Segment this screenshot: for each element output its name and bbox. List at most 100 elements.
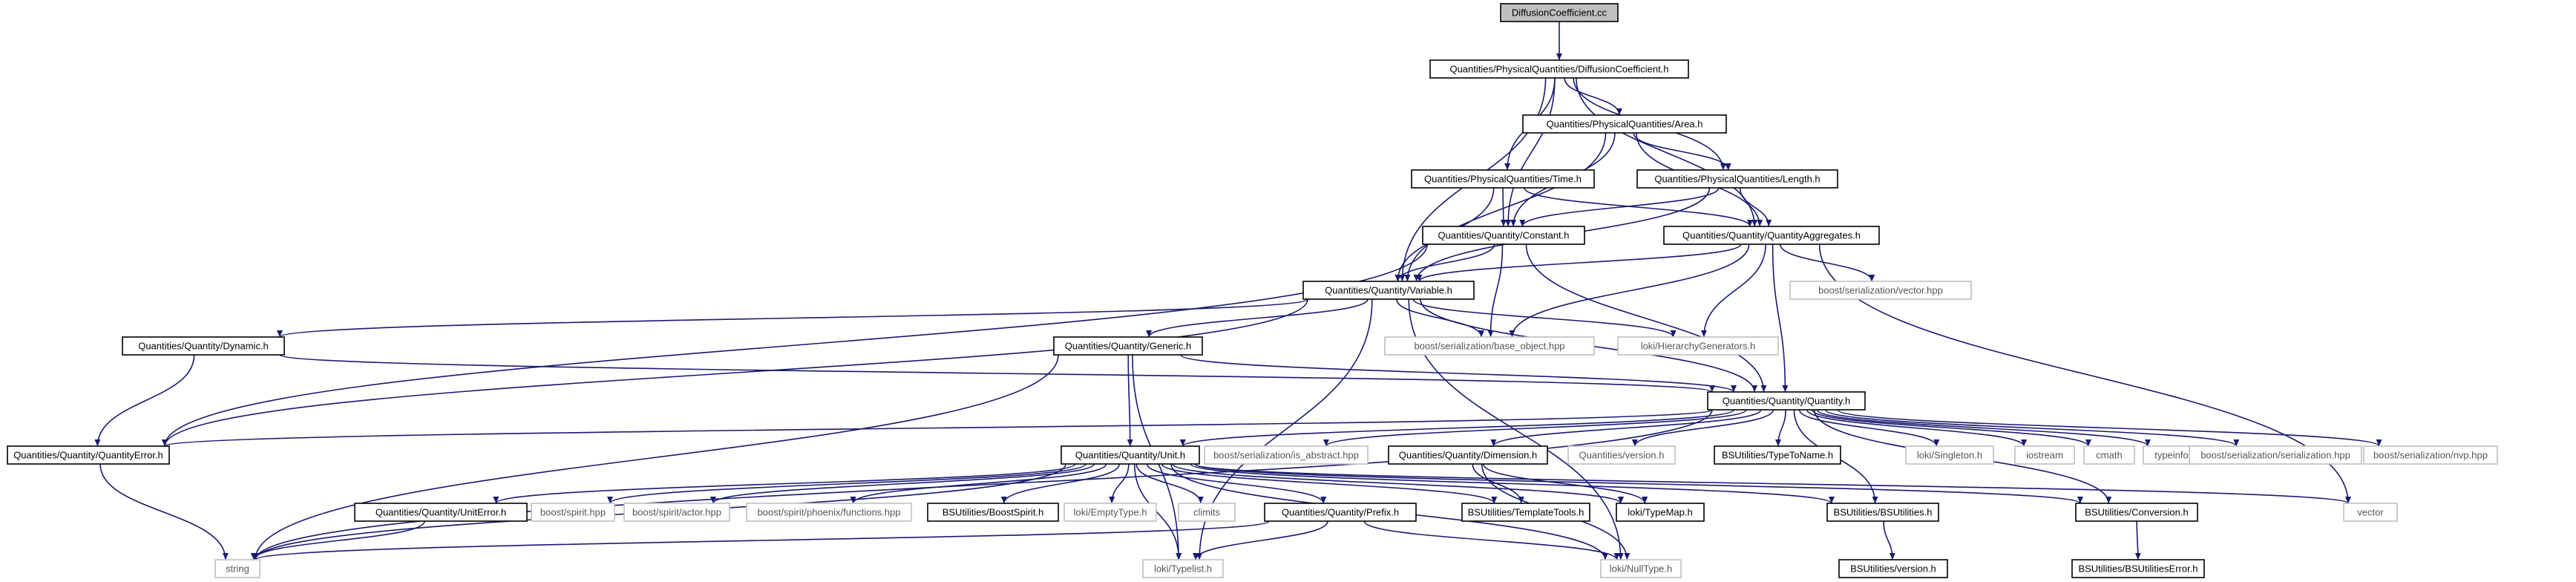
node-quantities-quantity-generic-h[interactable]: Quantities/Quantity/Generic.h bbox=[1053, 336, 1203, 356]
edge-aggregates-h-to-ser-base-object bbox=[1509, 243, 1750, 338]
node-label: BSUtilities/TemplateTools.h bbox=[1468, 507, 1584, 518]
node-quantities-quantity-quantity-h[interactable]: Quantities/Quantity/Quantity.h bbox=[1707, 391, 1866, 411]
edge-unit-h-to-bsutilities-h bbox=[1190, 463, 1835, 504]
node-quantities-quantity-uniterror-h[interactable]: Quantities/Quantity/UnitError.h bbox=[354, 503, 528, 522]
edge-uniterror-h-to-string bbox=[250, 520, 425, 560]
edge-unit-h-to-prefix-h bbox=[1146, 463, 1327, 504]
edge-line bbox=[1148, 298, 1369, 338]
edge-constant-h-to-quantity-h bbox=[1525, 243, 1767, 393]
edge-line bbox=[1772, 243, 1786, 393]
node-boost-serialization-vector-hpp: boost/serialization/vector.hpp bbox=[1789, 281, 1972, 300]
edge-dynamic-h-to-quantityerror-h bbox=[94, 354, 195, 447]
edge-generic-h-to-unit-h bbox=[1127, 354, 1133, 447]
arrowhead bbox=[1179, 439, 1186, 446]
node-label: string bbox=[226, 563, 249, 575]
node-loki-typemap-h[interactable]: loki/TypeMap.h bbox=[1616, 503, 1705, 522]
node-quantities-physicalquantities-diffusioncoefficient-h[interactable]: Quantities/PhysicalQuantities/DiffusionC… bbox=[1429, 59, 1689, 79]
edge-area-h-to-variable-h bbox=[1404, 132, 1607, 282]
node-diffusioncoefficient-cc[interactable]: DiffusionCoefficient.cc bbox=[1500, 3, 1619, 22]
node-bsutilities-version-h[interactable]: BSUtilities/version.h bbox=[1838, 559, 1948, 578]
edge-unit-h-to-boostspirit-h bbox=[1000, 463, 1120, 504]
edge-line bbox=[1806, 409, 2025, 447]
edge-diffusion-h-to-constant-h bbox=[1505, 77, 1556, 227]
edge-line bbox=[1180, 354, 1734, 393]
node-bsutilities-templatetools-h[interactable]: BSUtilities/TemplateTools.h bbox=[1461, 503, 1590, 522]
edge-dimension-h-to-loki-typemap bbox=[1482, 463, 1648, 504]
node-label: iostream bbox=[2026, 450, 2063, 461]
arrowhead bbox=[2134, 553, 2141, 560]
arrowhead bbox=[1556, 53, 1562, 60]
node-box bbox=[531, 503, 615, 522]
node-quantities-version-h: Quantities/version.h bbox=[1567, 445, 1676, 465]
node-quantities-quantity-constant-h[interactable]: Quantities/Quantity/Constant.h bbox=[1422, 226, 1585, 245]
node-label: Quantities/Quantity/Unit.h bbox=[1075, 450, 1185, 461]
edge-variable-h-to-quantityerror-h bbox=[162, 298, 1308, 447]
arrowhead bbox=[1109, 497, 1115, 503]
node-bsutilities-bsutilities-h[interactable]: BSUtilities/BSUtilities.h bbox=[1826, 503, 1939, 522]
node-box bbox=[2343, 503, 2398, 522]
node-quantities-quantity-unit-h[interactable]: Quantities/Quantity/Unit.h bbox=[1061, 445, 1200, 465]
arrowhead bbox=[1774, 439, 1781, 446]
node-box bbox=[2014, 445, 2075, 465]
edge-generic-h-to-string bbox=[252, 354, 1059, 560]
edge-line bbox=[1798, 409, 1938, 447]
node-bsutilities-typetoname-h[interactable]: BSUtilities/TypeToName.h bbox=[1714, 445, 1841, 465]
edge-line bbox=[852, 463, 1107, 504]
node-label: Quantities/Quantity/Variable.h bbox=[1325, 285, 1452, 296]
node-quantities-quantity-variable-h[interactable]: Quantities/Quantity/Variable.h bbox=[1302, 281, 1475, 300]
node-label: Quantities/Quantity/Quantity.h bbox=[1723, 396, 1850, 407]
edge-line bbox=[1492, 409, 1762, 447]
arrowhead bbox=[1000, 497, 1007, 503]
edge-unit-h-to-templatetools-h bbox=[1161, 463, 1498, 504]
edge-area-h-to-length-h bbox=[1633, 132, 1731, 171]
node-label: BSUtilities/version.h bbox=[1850, 563, 1936, 575]
node-quantities-physicalquantities-time-h[interactable]: Quantities/PhysicalQuantities/Time.h bbox=[1411, 169, 1595, 189]
node-box bbox=[1178, 503, 1236, 522]
edge-unit-h-to-climits bbox=[1135, 463, 1204, 504]
node-box bbox=[1663, 226, 1880, 245]
edge-line bbox=[279, 298, 1308, 338]
node-quantities-quantity-prefix-h[interactable]: Quantities/Quantity/Prefix.h bbox=[1264, 503, 1417, 522]
arrowhead bbox=[1197, 497, 1204, 503]
arrowhead bbox=[1631, 439, 1638, 446]
node-quantities-quantity-dimension-h[interactable]: Quantities/Quantity/Dimension.h bbox=[1388, 445, 1548, 465]
arrowhead bbox=[1127, 439, 1133, 446]
node-box bbox=[1838, 559, 1948, 578]
node-box bbox=[1422, 226, 1585, 245]
edge-line bbox=[1837, 409, 2380, 447]
edge-line bbox=[1507, 77, 1556, 227]
node-quantities-quantity-quantityaggregates-h[interactable]: Quantities/Quantity/QuantityAggregates.h bbox=[1663, 226, 1880, 245]
node-quantities-quantity-dynamic-h[interactable]: Quantities/Quantity/Dynamic.h bbox=[122, 336, 285, 356]
arrowhead bbox=[1404, 275, 1411, 281]
edge-quantity-h-to-typeinfo bbox=[1816, 409, 2151, 447]
edge-line bbox=[1703, 243, 1766, 338]
arrowhead bbox=[1760, 385, 1767, 392]
node-label: boost/serialization/serialization.hpp bbox=[2200, 450, 2350, 461]
arrowhead bbox=[1617, 553, 1624, 560]
node-bsutilities-boostspirit-h[interactable]: BSUtilities/BoostSpirit.h bbox=[927, 503, 1059, 522]
arrowhead bbox=[493, 497, 499, 503]
node-quantities-quantity-quantityerror-h[interactable]: Quantities/Quantity/QuantityError.h bbox=[7, 445, 170, 465]
edge-line bbox=[1194, 463, 2349, 504]
node-bsutilities-bsutilitieserror-h[interactable]: BSUtilities/BSUtilitiesError.h bbox=[2071, 559, 2205, 578]
node-climits: climits bbox=[1178, 503, 1236, 522]
edge-unit-h-to-spirit-actor bbox=[709, 463, 1095, 504]
edge-time-h-to-constant-h bbox=[1500, 187, 1507, 227]
arrowhead bbox=[2145, 439, 2151, 446]
edge-line bbox=[1482, 463, 1646, 504]
node-quantities-physicalquantities-length-h[interactable]: Quantities/PhysicalQuantities/Length.h bbox=[1636, 169, 1838, 189]
edge-line bbox=[99, 463, 226, 560]
arrowhead bbox=[1624, 553, 1631, 560]
node-string: string bbox=[214, 559, 260, 578]
node-bsutilities-conversion-h[interactable]: BSUtilities/Conversion.h bbox=[2075, 503, 2198, 522]
edge-quantity-h-to-loki-singleton bbox=[1798, 409, 1940, 447]
node-box bbox=[1302, 281, 1475, 300]
arrowhead bbox=[1757, 220, 1763, 226]
edge-line bbox=[164, 409, 1713, 447]
node-label: typeinfo bbox=[2154, 450, 2189, 461]
edge-line bbox=[1182, 409, 1735, 447]
node-quantities-physicalquantities-area-h[interactable]: Quantities/PhysicalQuantities/Area.h bbox=[1522, 114, 1727, 134]
node-box bbox=[1522, 114, 1727, 134]
arrowhead bbox=[1602, 553, 1608, 560]
edge-line bbox=[1779, 243, 1873, 282]
